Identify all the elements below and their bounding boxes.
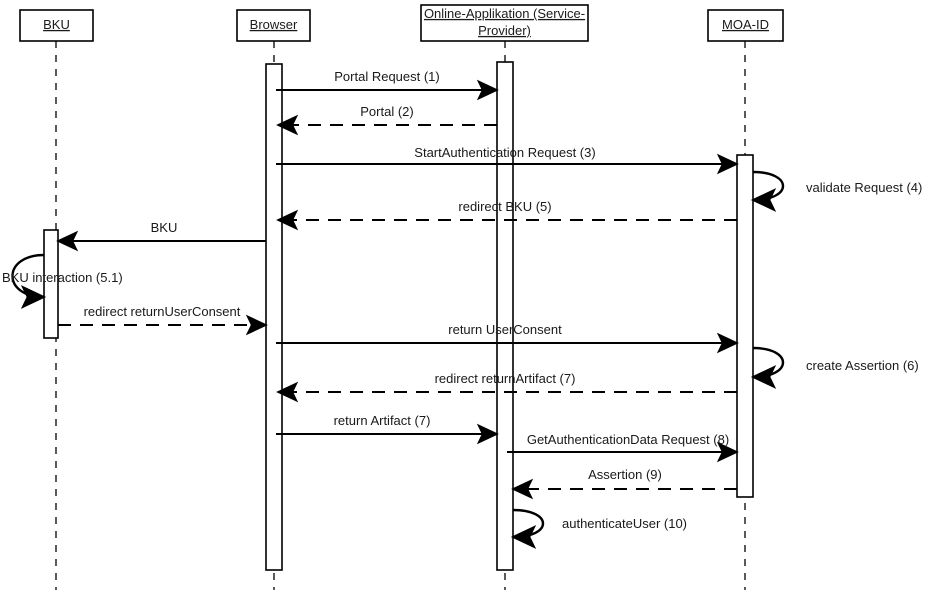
- message-label-5b: BKU: [151, 220, 178, 235]
- message-7a[interactable]: redirect returnArtifact (7): [276, 371, 737, 403]
- self-message-arrow-6: [750, 346, 784, 389]
- self-message-arrow-4: [750, 170, 784, 212]
- participant-label-online_app: Online-Applikation (Service-: [424, 6, 585, 21]
- message-6[interactable]: create Assertion (6): [750, 346, 919, 389]
- message-label-6: create Assertion (6): [806, 358, 919, 373]
- message-label-10: authenticateUser (10): [562, 516, 687, 531]
- participant-label-browser: Browser: [250, 17, 298, 32]
- message-5.1[interactable]: BKU interaction (5.1): [2, 253, 123, 309]
- message-label-6a: redirect returnUserConsent: [84, 304, 241, 319]
- participant-box-bku: [19, 9, 94, 42]
- messages-layer: Portal Request (1) Portal (2) StartAuthent…: [2, 69, 922, 549]
- message-label-5: redirect BKU (5): [458, 199, 551, 214]
- message-label-9: Assertion (9): [588, 467, 662, 482]
- message-5[interactable]: redirect BKU (5): [276, 199, 737, 231]
- participant-label-bku: BKU: [43, 17, 70, 32]
- self-message-arrow-10: [510, 508, 544, 549]
- activation-bar-online_app: [496, 61, 514, 571]
- message-label-5.1: BKU interaction (5.1): [2, 270, 123, 285]
- participant-label-online_app: Provider): [478, 23, 531, 38]
- participant-headers-layer: BKU Browser Online-Applikation (Service- Pr…: [19, 4, 784, 42]
- participant-box-online_app: [420, 4, 589, 42]
- activation-bar-browser: [265, 63, 283, 571]
- message-6b[interactable]: return UserConsent: [276, 322, 739, 354]
- participant-header-bku[interactable]: BKU: [19, 9, 94, 42]
- activation-bar-bku: [43, 229, 59, 339]
- activations-layer: [43, 61, 754, 571]
- message-9[interactable]: Assertion (9): [511, 467, 737, 500]
- message-label-1: Portal Request (1): [334, 69, 440, 84]
- message-6a[interactable]: redirect returnUserConsent: [58, 304, 268, 336]
- message-4[interactable]: validate Request (4): [750, 170, 922, 212]
- participant-box-browser: [236, 9, 311, 42]
- message-label-8: GetAuthenticationData Request (8): [527, 432, 729, 447]
- participant-header-moa_id[interactable]: MOA-ID: [707, 9, 784, 42]
- message-label-7a: redirect returnArtifact (7): [435, 371, 576, 386]
- self-message-arrow-5.1: [11, 253, 47, 309]
- message-7b[interactable]: return Artifact (7): [276, 413, 499, 445]
- message-label-7b: return Artifact (7): [334, 413, 431, 428]
- participant-header-online_app[interactable]: Online-Applikation (Service- Provider): [420, 4, 589, 42]
- message-10[interactable]: authenticateUser (10): [510, 508, 687, 549]
- message-8[interactable]: GetAuthenticationData Request (8): [507, 432, 739, 463]
- message-3[interactable]: StartAuthentication Request (3): [276, 145, 739, 175]
- message-label-6b: return UserConsent: [448, 322, 562, 337]
- message-5b[interactable]: BKU: [56, 220, 266, 252]
- activation-bar-moa_id: [736, 154, 754, 498]
- message-label-4: validate Request (4): [806, 180, 922, 195]
- message-label-3: StartAuthentication Request (3): [414, 145, 595, 160]
- message-label-2: Portal (2): [360, 104, 413, 119]
- participant-label-moa_id: MOA-ID: [722, 17, 769, 32]
- message-2[interactable]: Portal (2): [276, 104, 497, 136]
- participant-box-moa_id: [707, 9, 784, 42]
- participant-header-browser[interactable]: Browser: [236, 9, 311, 42]
- message-1[interactable]: Portal Request (1): [276, 69, 499, 101]
